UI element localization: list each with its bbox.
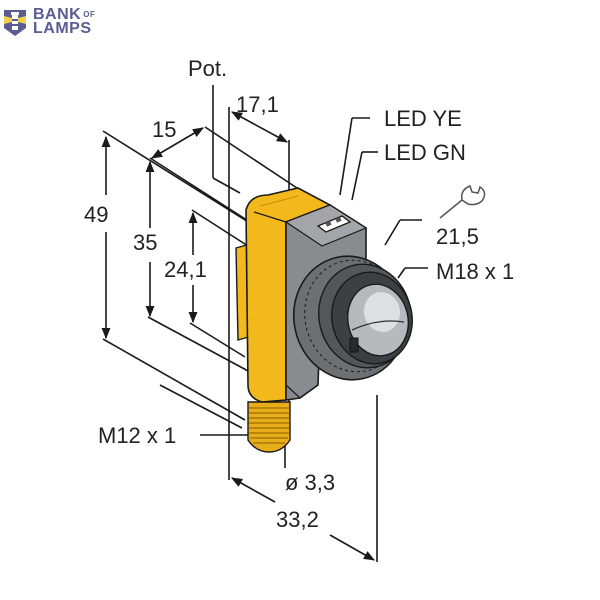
led-window	[316, 215, 352, 233]
logo-of: OF	[83, 10, 96, 19]
dim-depth: 15	[152, 117, 176, 142]
label-thread-connector: M12 x 1	[98, 423, 176, 448]
logo-line-2: LAMPS	[33, 20, 92, 37]
label-led-gn: LED GN	[384, 140, 466, 165]
label-led-ye: LED YE	[384, 106, 462, 131]
dim-height-total: 49	[84, 202, 108, 227]
label-pot: Pot.	[188, 56, 227, 81]
label-thread-front: M18 x 1	[436, 259, 514, 284]
dim-width: 17,1	[236, 92, 279, 117]
wrench-icon	[439, 185, 486, 219]
dim-length: 33,2	[276, 507, 319, 532]
lighthouse-icon	[4, 10, 26, 36]
m12-connector	[247, 401, 291, 453]
label-wrench-size: 21,5	[436, 224, 479, 249]
extension-lines	[102, 85, 428, 562]
label-mount-hole: ø 3,3	[285, 470, 335, 495]
lens-assembly	[292, 255, 413, 381]
logo-line-1: BANK	[33, 6, 82, 23]
dim-height-inner: 24,1	[164, 257, 207, 282]
dimension-arrows	[101, 111, 375, 561]
dim-height-body: 35	[133, 230, 157, 255]
sensor-illustration	[235, 187, 413, 453]
